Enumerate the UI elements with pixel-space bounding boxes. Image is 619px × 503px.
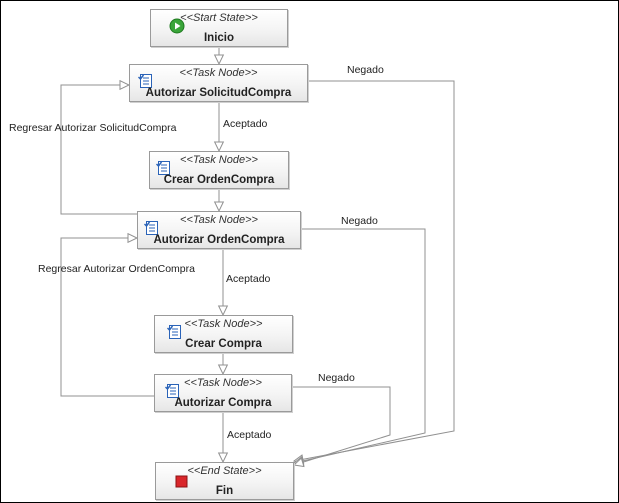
task-node-crear-ordencompra[interactable]: <<Task Node>> Crear OrdenCompra <box>149 151 289 189</box>
edge-n3-n4-arrowhead <box>217 305 229 317</box>
edge-n5-end-aceptado-arrowhead <box>217 452 229 464</box>
edge-n1-end-negado <box>293 80 455 462</box>
edge-n3-end-negado <box>293 228 426 464</box>
task-node-autorizar-ordencompra[interactable]: <<Task Node>> Autorizar OrdenCompra <box>137 211 301 249</box>
edge-label-n3-aceptado: Aceptado <box>226 273 271 285</box>
stop-icon <box>174 474 190 490</box>
node-stereotype: <<Task Node>> <box>179 67 258 79</box>
node-name: Autorizar OrdenCompra <box>153 234 285 246</box>
edge-n3-n1-regresar-arrowhead <box>119 79 131 91</box>
task-node-autorizar-solicitudcompra[interactable]: <<Task Node>> Autorizar SolicitudCompra <box>129 64 308 102</box>
task-node-icon <box>143 220 160 236</box>
node-name: Inicio <box>203 32 235 44</box>
edge-n5-n3-regresar <box>60 237 154 397</box>
edge-label-n3-negado: Negado <box>341 215 378 227</box>
edge-label-n5-aceptado: Aceptado <box>227 429 272 441</box>
node-stereotype: <<Task Node>> <box>180 214 258 226</box>
node-end[interactable]: <<End State>> Fin <box>155 462 294 500</box>
task-node-icon <box>155 160 172 176</box>
node-stereotype: <<Start State>> <box>180 12 258 24</box>
node-name: Crear OrdenCompra <box>163 174 275 186</box>
node-name: Crear Compra <box>185 338 262 350</box>
edge-label-regresar-ordencompra: Regresar Autorizar OrdenCompra <box>38 263 195 275</box>
task-node-icon <box>166 324 183 340</box>
node-name: Autorizar SolicitudCompra <box>145 87 292 99</box>
edge-n5-n3-regresar-arrowhead <box>127 232 139 244</box>
node-name: Autorizar Compra <box>174 397 272 409</box>
task-node-icon <box>137 73 154 89</box>
edge-n4-n5-arrowhead <box>217 364 229 376</box>
edge-n3-n1-regresar <box>60 84 137 215</box>
edge-start-n1-arrowhead <box>213 54 225 66</box>
task-node-autorizar-compra[interactable]: <<Task Node>> Autorizar Compra <box>154 374 292 412</box>
task-node-crear-compra[interactable]: <<Task Node>> Crear Compra <box>154 315 293 353</box>
edge-label-n1-negado: Negado <box>347 64 384 76</box>
task-node-icon <box>164 383 181 399</box>
node-stereotype: <<Task Node>> <box>184 318 263 330</box>
edge-n2-n3-arrowhead <box>213 201 225 213</box>
edge-n5-end-negado-arrowhead <box>292 457 305 468</box>
edge-label-n1-aceptado: Aceptado <box>223 118 268 130</box>
node-stereotype: <<End State>> <box>187 465 262 477</box>
node-stereotype: <<Task Node>> <box>180 154 258 166</box>
node-name: Fin <box>215 485 234 497</box>
node-stereotype: <<Task Node>> <box>184 377 262 389</box>
node-start[interactable]: <<Start State>> Inicio <box>150 9 288 47</box>
edge-n1-n2-arrowhead <box>213 141 225 153</box>
play-icon <box>169 18 185 34</box>
edge-label-regresar-solicitudcompra: Regresar Autorizar SolicitudCompra <box>9 122 177 134</box>
edge-label-n5-negado: Negado <box>318 372 355 384</box>
edge-n5-end-negado <box>292 386 391 466</box>
